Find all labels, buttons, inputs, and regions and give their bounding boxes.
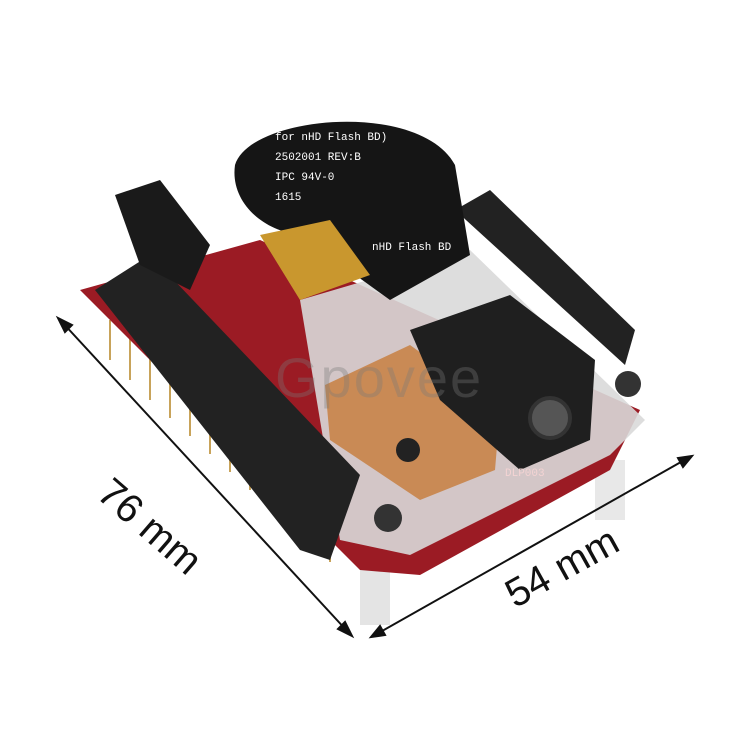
screw <box>615 371 641 397</box>
header-right <box>455 190 635 365</box>
screw <box>396 438 420 462</box>
cable-label: 1615 <box>275 192 301 204</box>
board-label: DLP003 <box>505 468 545 480</box>
power-jack <box>115 180 210 290</box>
flex-cable <box>234 121 470 300</box>
cable-connector <box>260 220 370 300</box>
header-left <box>95 255 360 560</box>
cable-label: IPC 94V-0 <box>275 172 334 184</box>
dimension-arrow-54 <box>368 454 695 639</box>
cable-label: nHD Flash BD <box>372 242 452 254</box>
cable-label: 2502001 REV:B <box>275 152 361 164</box>
cable-label: for nHD Flash BD) <box>275 132 387 144</box>
watermark: Gpovee <box>275 346 484 409</box>
screw <box>374 504 402 532</box>
lens <box>528 396 572 440</box>
dimension-arrow-76 <box>55 315 355 639</box>
